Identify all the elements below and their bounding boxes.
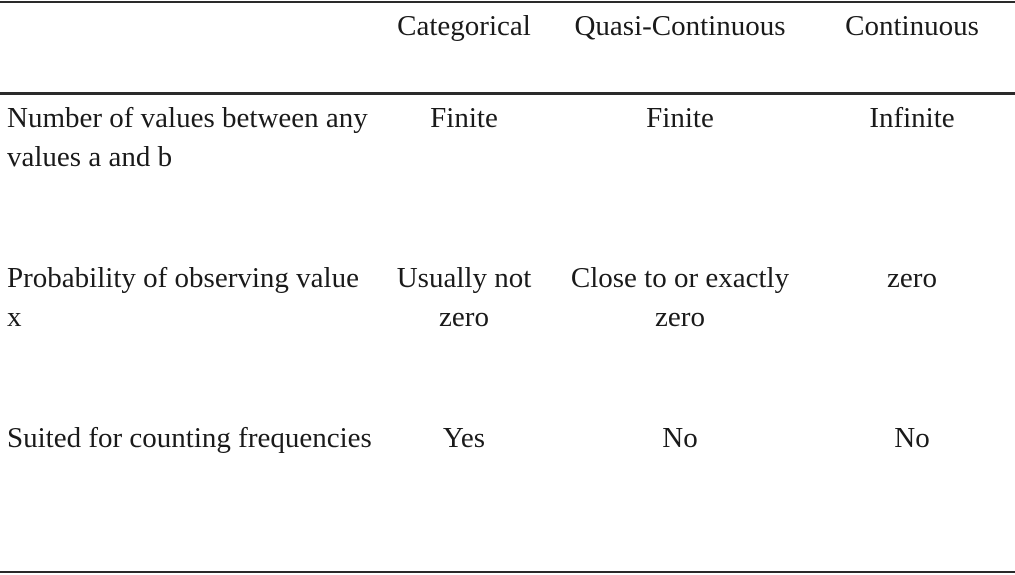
table-cell: Close to or exactly zero xyxy=(570,262,790,333)
table-cell: No xyxy=(662,422,698,454)
table-cell: Usually not zero xyxy=(396,262,532,333)
table-cell: zero xyxy=(887,262,937,294)
header-divider-rule xyxy=(0,92,1015,95)
table-cell: No xyxy=(894,422,930,454)
row-label-number-of-values: Number of values between any values a an… xyxy=(7,102,368,173)
table-cell: Yes xyxy=(442,422,486,454)
table-top-rule xyxy=(0,1,1015,3)
table-bottom-rule xyxy=(0,571,1015,573)
column-header-continuous: Continuous xyxy=(845,10,979,42)
table-cell: Infinite xyxy=(869,102,955,134)
column-header-categorical: Categorical xyxy=(397,10,531,42)
column-header-quasi-continuous: Quasi-Continuous xyxy=(574,10,786,42)
table-cell: Finite xyxy=(430,102,498,134)
row-label-suited-for-counting: Suited for counting frequencies xyxy=(7,422,372,454)
table-cell: Finite xyxy=(646,102,714,134)
row-label-probability: Probability of observing value x xyxy=(7,262,359,333)
